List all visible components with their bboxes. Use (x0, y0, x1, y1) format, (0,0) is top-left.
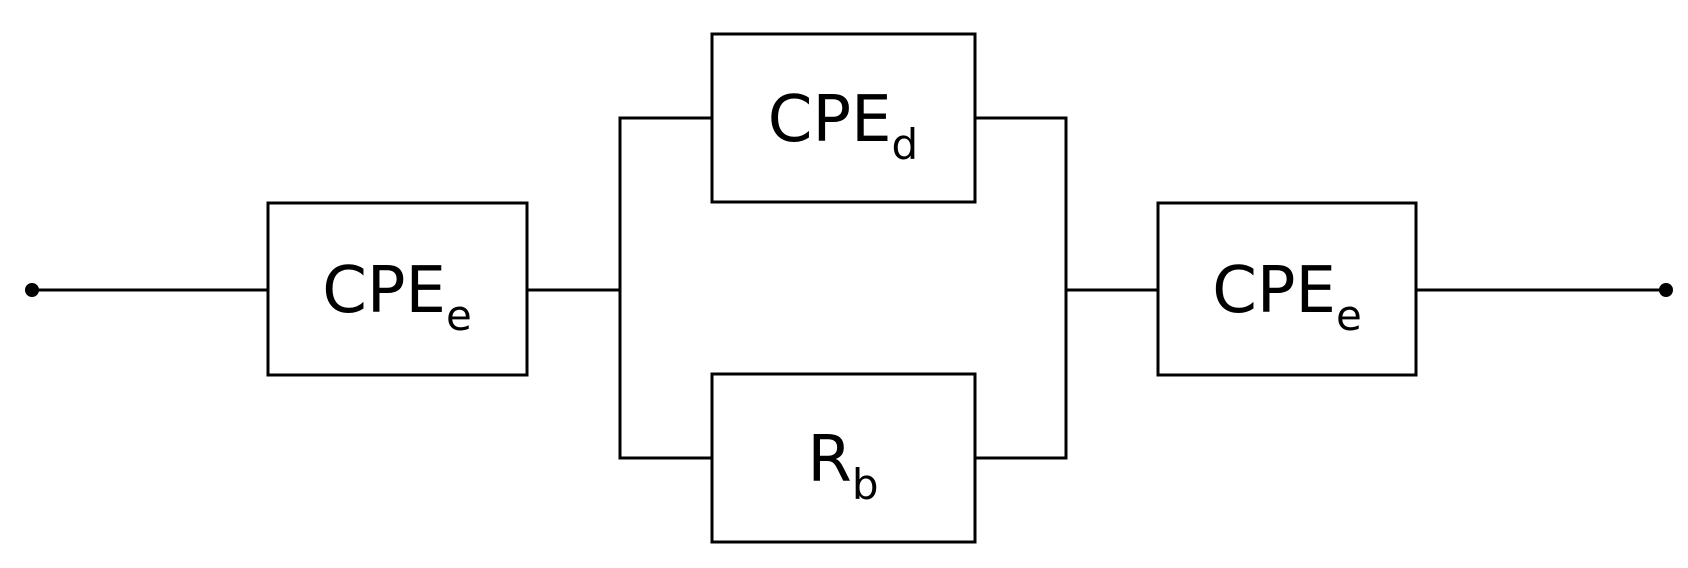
component-cpe-right: CPEe (1156, 201, 1418, 377)
component-box (710, 32, 977, 204)
component-cpe-left: CPEe (266, 201, 529, 377)
component-label-subscript: d (892, 120, 919, 169)
component-label-main: R (807, 423, 851, 497)
component-label: CPEd (768, 83, 918, 169)
component-label-subscript: e (1336, 291, 1362, 340)
component-label-subscript: e (446, 291, 472, 340)
component-box (266, 201, 529, 377)
component-label: CPEe (322, 254, 472, 340)
component-label-main: CPE (768, 83, 892, 157)
component-label: Rb (807, 423, 878, 509)
component-label-subscript: b (852, 460, 879, 509)
component-box (1156, 201, 1418, 377)
component-label-main: CPE (1212, 254, 1336, 328)
component-cpe-top: CPEd (710, 32, 977, 204)
component-label: CPEe (1212, 254, 1362, 340)
component-box (710, 372, 977, 544)
component-resistor-bottom: Rb (710, 372, 977, 544)
component-label-main: CPE (322, 254, 446, 328)
